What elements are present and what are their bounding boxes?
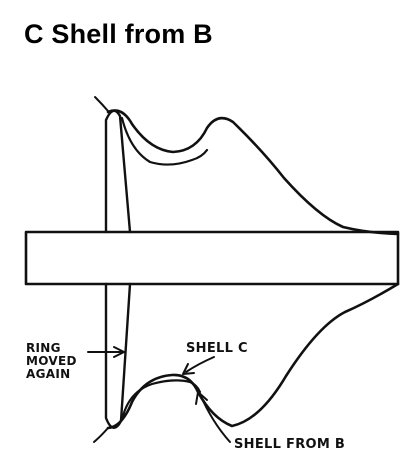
shell-c-arrow-head [182,363,195,375]
ring-bottom-tick [93,427,109,443]
shell-from-b-lower [120,379,202,422]
shell-c-upper [106,109,400,236]
shell-c-arrow-line [185,356,215,373]
ring-label-line-3: AGAIN [26,367,70,381]
ring-label-line-1: RING [26,341,61,355]
shell-from-b-label: SHELL FROM B [234,437,345,452]
ring-label-line-2: MOVED [26,354,77,368]
shell-from-b-arrow-line [199,393,231,443]
shell-from-b-upper [120,116,209,166]
ring-top-tick [94,96,109,112]
ring-arrow-head [113,346,125,358]
page-title: C Shell from B [24,19,213,49]
shell-c-label: SHELL C [186,341,248,356]
shell-from-b-arrow-head [195,391,208,405]
shell-c-lower [106,282,400,430]
shaft [24,230,400,286]
